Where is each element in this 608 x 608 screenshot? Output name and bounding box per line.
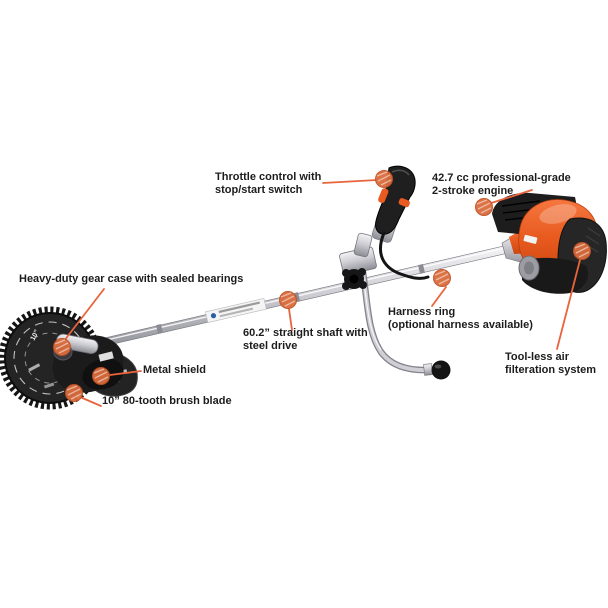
callout-label-blade: 10” 80-tooth brush blade: [102, 395, 232, 407]
engine: [492, 192, 607, 294]
handle-grip-ball: [431, 360, 451, 380]
callout-label-shaft: 60.2” straight shaft with steel drive: [243, 327, 368, 352]
leader-line-engine: [487, 189, 533, 205]
leader-line-shield: [109, 370, 142, 376]
callout-dot-gear-case: [52, 337, 72, 357]
engine-brand-label: [523, 234, 538, 244]
leader-line-air-filter: [556, 259, 581, 350]
callout-dot-shield: [91, 366, 111, 386]
callout-dot-blade: [64, 383, 84, 403]
callout-label-gear-case: Heavy-duty gear case with sealed bearing…: [19, 273, 244, 285]
callout-label-throttle: Throttle control with stop/start switch: [215, 171, 322, 196]
handle-clamp: [339, 232, 377, 290]
callout-dot-throttle: [374, 169, 394, 189]
callout-dot-shaft: [278, 290, 298, 310]
stop-start-switch: [398, 198, 410, 208]
leader-line-blade: [79, 396, 102, 407]
svg-text:10”: 10”: [30, 329, 41, 342]
callout-dot-harness: [432, 268, 452, 288]
callout-dot-air-filter: [572, 241, 592, 261]
callout-label-harness: Harness ring (optional harness available…: [388, 306, 533, 331]
leader-line-harness: [431, 286, 447, 307]
leader-line-gear-case: [63, 288, 105, 342]
callout-label-shield: Metal shield: [143, 364, 206, 376]
callout-label-engine: 42.7 cc professional-grade 2-stroke engi…: [432, 172, 571, 197]
throttle-trigger: [378, 188, 389, 204]
leader-line-shaft: [288, 308, 293, 331]
callout-dot-engine: [474, 197, 494, 217]
leader-line-throttle: [322, 179, 378, 184]
shaft-sticker: [205, 298, 267, 323]
loop-handle: [357, 257, 451, 380]
throttle-handle: [371, 165, 430, 280]
throttle-cable: [379, 231, 430, 280]
callout-label-air-filter: Tool-less air filteration system: [505, 351, 597, 376]
clamp-knob: [342, 268, 367, 290]
